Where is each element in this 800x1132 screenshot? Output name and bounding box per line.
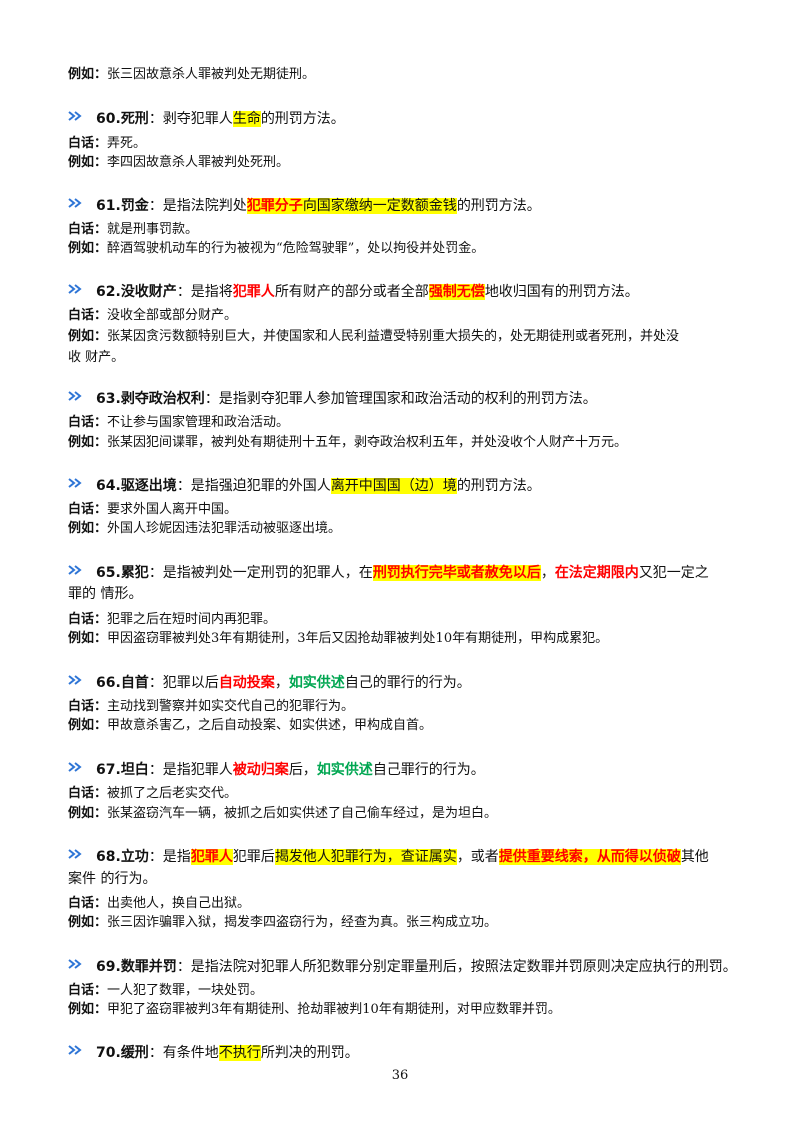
term-63-heading: 63.剥夺政治权利：是指剥夺犯罪人参加管理国家和政治活动的权利的刑罚方法。 [68, 390, 760, 409]
example-line-continued: 收 财产。 [68, 350, 125, 365]
term-65-heading: 65.累犯：是指被判处一定刑罚的犯罪人，在刑罚执行完毕或者赦免以后，在法定期限内… [68, 564, 760, 583]
term-name: 立功 [120, 849, 149, 865]
example-text: 张三因故意杀人罪被判处无期徒刑。 [107, 67, 316, 82]
plain-explanation: 白话：要求外国人离开中国。 [68, 502, 238, 517]
double-arrow-icon [68, 284, 82, 294]
example-line: 例如：张三因故意杀人罪被判处无期徒刑。 [68, 66, 760, 84]
page-number: 36 [391, 1068, 409, 1083]
term-65-heading-continued: 罪的 情形。 [68, 586, 143, 602]
plain-explanation: 白话：就是刑事罚款。 [68, 222, 199, 237]
example-line: 例如：甲故意杀害乙，之后自动投案、如实供述，甲构成自首。 [68, 718, 433, 733]
term-61-heading: 61.罚金：是指法院判处犯罪分子向国家缴纳一定数额金钱的刑罚方法。 [68, 197, 760, 216]
double-arrow-icon [68, 198, 82, 208]
term-60-heading: 60.死刑：剥夺犯罪人生命的刑罚方法。 [68, 110, 760, 129]
example-line: 例如：张某因贪污数额特别巨大，并使国家和人民利益遭受特别重大损失的，处无期徒刑或… [68, 329, 680, 344]
term-67-heading: 67.坦白：是指犯罪人被动归案后，如实供述自己罪行的行为。 [68, 761, 760, 780]
term-70-heading: 70.缓刑：有条件地不执行所判决的刑罚。 [68, 1044, 760, 1063]
double-arrow-icon [68, 391, 82, 401]
example-line: 例如：醉酒驾驶机动车的行为被视为“危险驾驶罪”，处以拘役并处罚金。 [68, 241, 485, 256]
term-name: 剥夺政治权利 [120, 391, 205, 407]
example-line: 例如：甲因盗窃罪被判处3年有期徒刑，3年后又因抢劫罪被判处10年有期徒刑，甲构成… [68, 631, 609, 646]
plain-explanation: 白话：犯罪之后在短时间内再犯罪。 [68, 612, 277, 627]
term-name: 罚金 [120, 198, 149, 214]
plain-explanation: 白话：弄死。 [68, 136, 147, 151]
double-arrow-icon [68, 849, 82, 859]
term-68-heading-continued: 案件 的行为。 [68, 871, 157, 887]
plain-explanation: 白话：一人犯了数罪，一块处罚。 [68, 983, 264, 998]
example-line: 例如：甲犯了盗窃罪被判3年有期徒刑、抢劫罪被判10年有期徒刑，对甲应数罪并罚。 [68, 1002, 561, 1017]
double-arrow-icon [68, 111, 82, 121]
example-line: 例如：李四因故意杀人罪被判处死刑。 [68, 155, 290, 170]
plain-explanation: 白话：主动找到警察并如实交代自己的犯罪行为。 [68, 699, 355, 714]
double-arrow-icon [68, 565, 82, 575]
double-arrow-icon [68, 675, 82, 685]
example-label: 例如： [68, 67, 108, 82]
term-name: 数罪并罚 [120, 959, 177, 975]
term-name: 驱逐出境 [120, 478, 177, 494]
term-name: 死刑 [120, 111, 149, 127]
example-line: 例如：张某因犯间谍罪，被判处有期徒刑十五年，剥夺政治权利五年，并处没收个人财产十… [68, 435, 628, 450]
plain-explanation: 白话：不让参与国家管理和政治活动。 [68, 415, 290, 430]
double-arrow-icon [68, 762, 82, 772]
term-64-heading: 64.驱逐出境：是指强迫犯罪的外国人离开中国国（边）境的刑罚方法。 [68, 477, 760, 496]
double-arrow-icon [68, 959, 82, 969]
term-66-heading: 66.自首：犯罪以后自动投案，如实供述自己的罪行的行为。 [68, 674, 760, 693]
example-line: 例如：张三因诈骗罪入狱，揭发李四盗窃行为，经查为真。张三构成立功。 [68, 915, 498, 930]
example-line: 例如：外国人珍妮因违法犯罪活动被驱逐出境。 [68, 521, 342, 536]
plain-explanation: 白话：出卖他人，换自己出狱。 [68, 896, 251, 911]
term-name: 自首 [120, 675, 149, 691]
plain-explanation: 白话：没收全部或部分财产。 [68, 308, 238, 323]
example-line: 例如：张某盗窃汽车一辆，被抓之后如实供述了自己偷车经过，是为坦白。 [68, 806, 498, 821]
term-name: 没收财产 [120, 284, 177, 300]
term-name: 坦白 [120, 762, 149, 778]
double-arrow-icon [68, 1045, 82, 1055]
term-62-heading: 62.没收财产：是指将犯罪人所有财产的部分或者全部强制无偿地收归国有的刑罚方法。 [68, 283, 760, 302]
term-name: 缓刑 [120, 1045, 149, 1061]
double-arrow-icon [68, 478, 82, 488]
term-name: 累犯 [120, 565, 149, 581]
term-69-heading: 69.数罪并罚：是指法院对犯罪人所犯数罪分别定罪量刑后，按照法定数罪并罚原则决定… [68, 958, 760, 977]
term-68-heading: 68.立功：是指犯罪人犯罪后揭发他人犯罪行为，查证属实，或者提供重要线索，从而得… [68, 848, 760, 867]
plain-explanation: 白话：被抓了之后老实交代。 [68, 786, 238, 801]
